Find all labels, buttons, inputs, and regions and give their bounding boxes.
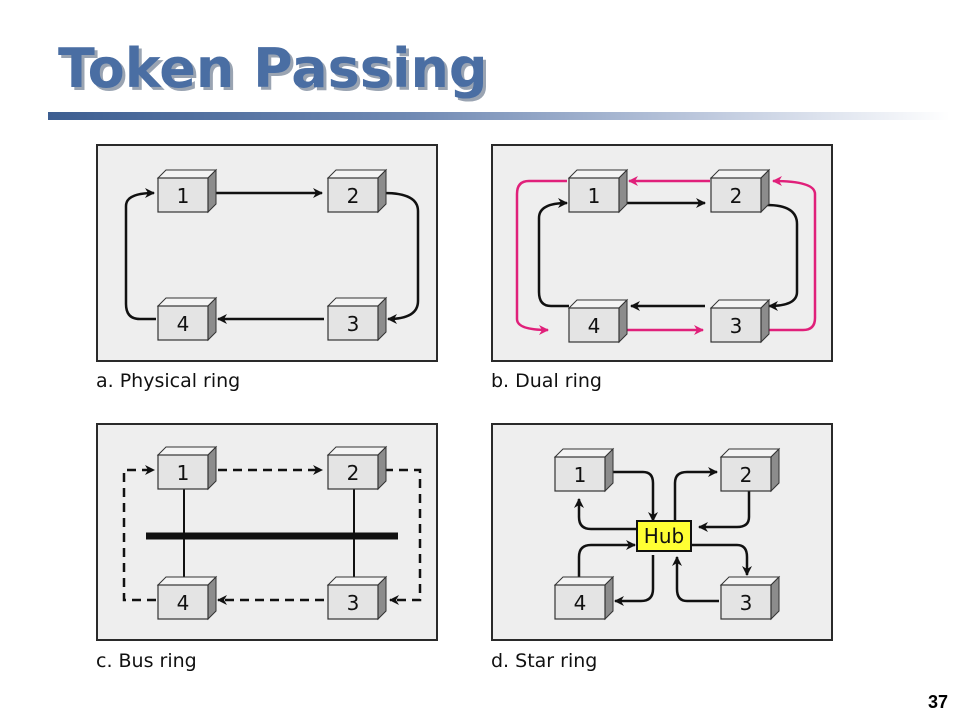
station-1-label: 1 <box>177 184 190 208</box>
star-ring-diagram: Hub 1 2 3 4 <box>553 447 781 621</box>
station-3: 3 <box>709 298 771 344</box>
panel-bus-ring: 1 2 3 4 <box>96 423 438 641</box>
station-4: 4 <box>567 298 629 344</box>
station-4-label: 4 <box>588 314 601 338</box>
caption-dual-ring: b. Dual ring <box>491 370 602 392</box>
page-title: Token Passing <box>58 37 488 100</box>
logical-ring <box>122 465 422 605</box>
panel-physical-ring: 1 2 3 4 <box>96 144 438 362</box>
station-3: 3 <box>326 575 388 621</box>
caption-bus-ring: c. Bus ring <box>96 650 197 672</box>
station-3: 3 <box>719 575 781 621</box>
station-2-label: 2 <box>347 461 360 485</box>
page-number: 37 <box>927 692 948 712</box>
station-4-label: 4 <box>177 312 190 336</box>
station-4: 4 <box>156 575 218 621</box>
station-3: 3 <box>326 296 388 342</box>
secondary-ring <box>515 176 817 335</box>
station-4: 4 <box>156 296 218 342</box>
panel-star-ring: Hub 1 2 3 4 <box>491 423 833 641</box>
station-1: 1 <box>156 445 218 491</box>
panel-dual-ring: 1 2 3 4 <box>491 144 833 362</box>
caption-physical-ring: a. Physical ring <box>96 370 241 392</box>
station-4-label: 4 <box>574 591 587 615</box>
station-3-label: 3 <box>347 312 360 336</box>
station-1-label: 1 <box>177 461 190 485</box>
station-4: 4 <box>553 575 615 621</box>
station-2: 2 <box>719 447 781 493</box>
station-3-label: 3 <box>740 591 753 615</box>
primary-ring <box>537 198 799 311</box>
hub: Hub <box>636 520 692 552</box>
link-2-3 <box>383 191 420 324</box>
station-4-label: 4 <box>177 591 190 615</box>
station-1: 1 <box>553 447 615 493</box>
station-2-label: 2 <box>347 184 360 208</box>
title-underline <box>48 112 950 120</box>
bus-drops <box>183 489 355 585</box>
dual-ring-diagram: 1 2 3 4 <box>515 168 817 344</box>
link-4-1 <box>124 188 156 321</box>
station-2: 2 <box>326 445 388 491</box>
hub-label: Hub <box>644 524 684 548</box>
station-1: 1 <box>156 168 218 214</box>
station-1-label: 1 <box>588 184 601 208</box>
station-2-label: 2 <box>730 184 743 208</box>
station-2: 2 <box>709 168 771 214</box>
bus-ring-diagram: 1 2 3 4 <box>122 445 422 621</box>
star-links <box>574 467 752 606</box>
caption-star-ring: d. Star ring <box>491 650 598 672</box>
station-3-label: 3 <box>730 314 743 338</box>
station-3-label: 3 <box>347 591 360 615</box>
station-1: 1 <box>567 168 629 214</box>
station-2: 2 <box>326 168 388 214</box>
physical-ring-diagram: 1 2 3 4 <box>124 168 420 342</box>
station-1-label: 1 <box>574 463 587 487</box>
station-2-label: 2 <box>740 463 753 487</box>
